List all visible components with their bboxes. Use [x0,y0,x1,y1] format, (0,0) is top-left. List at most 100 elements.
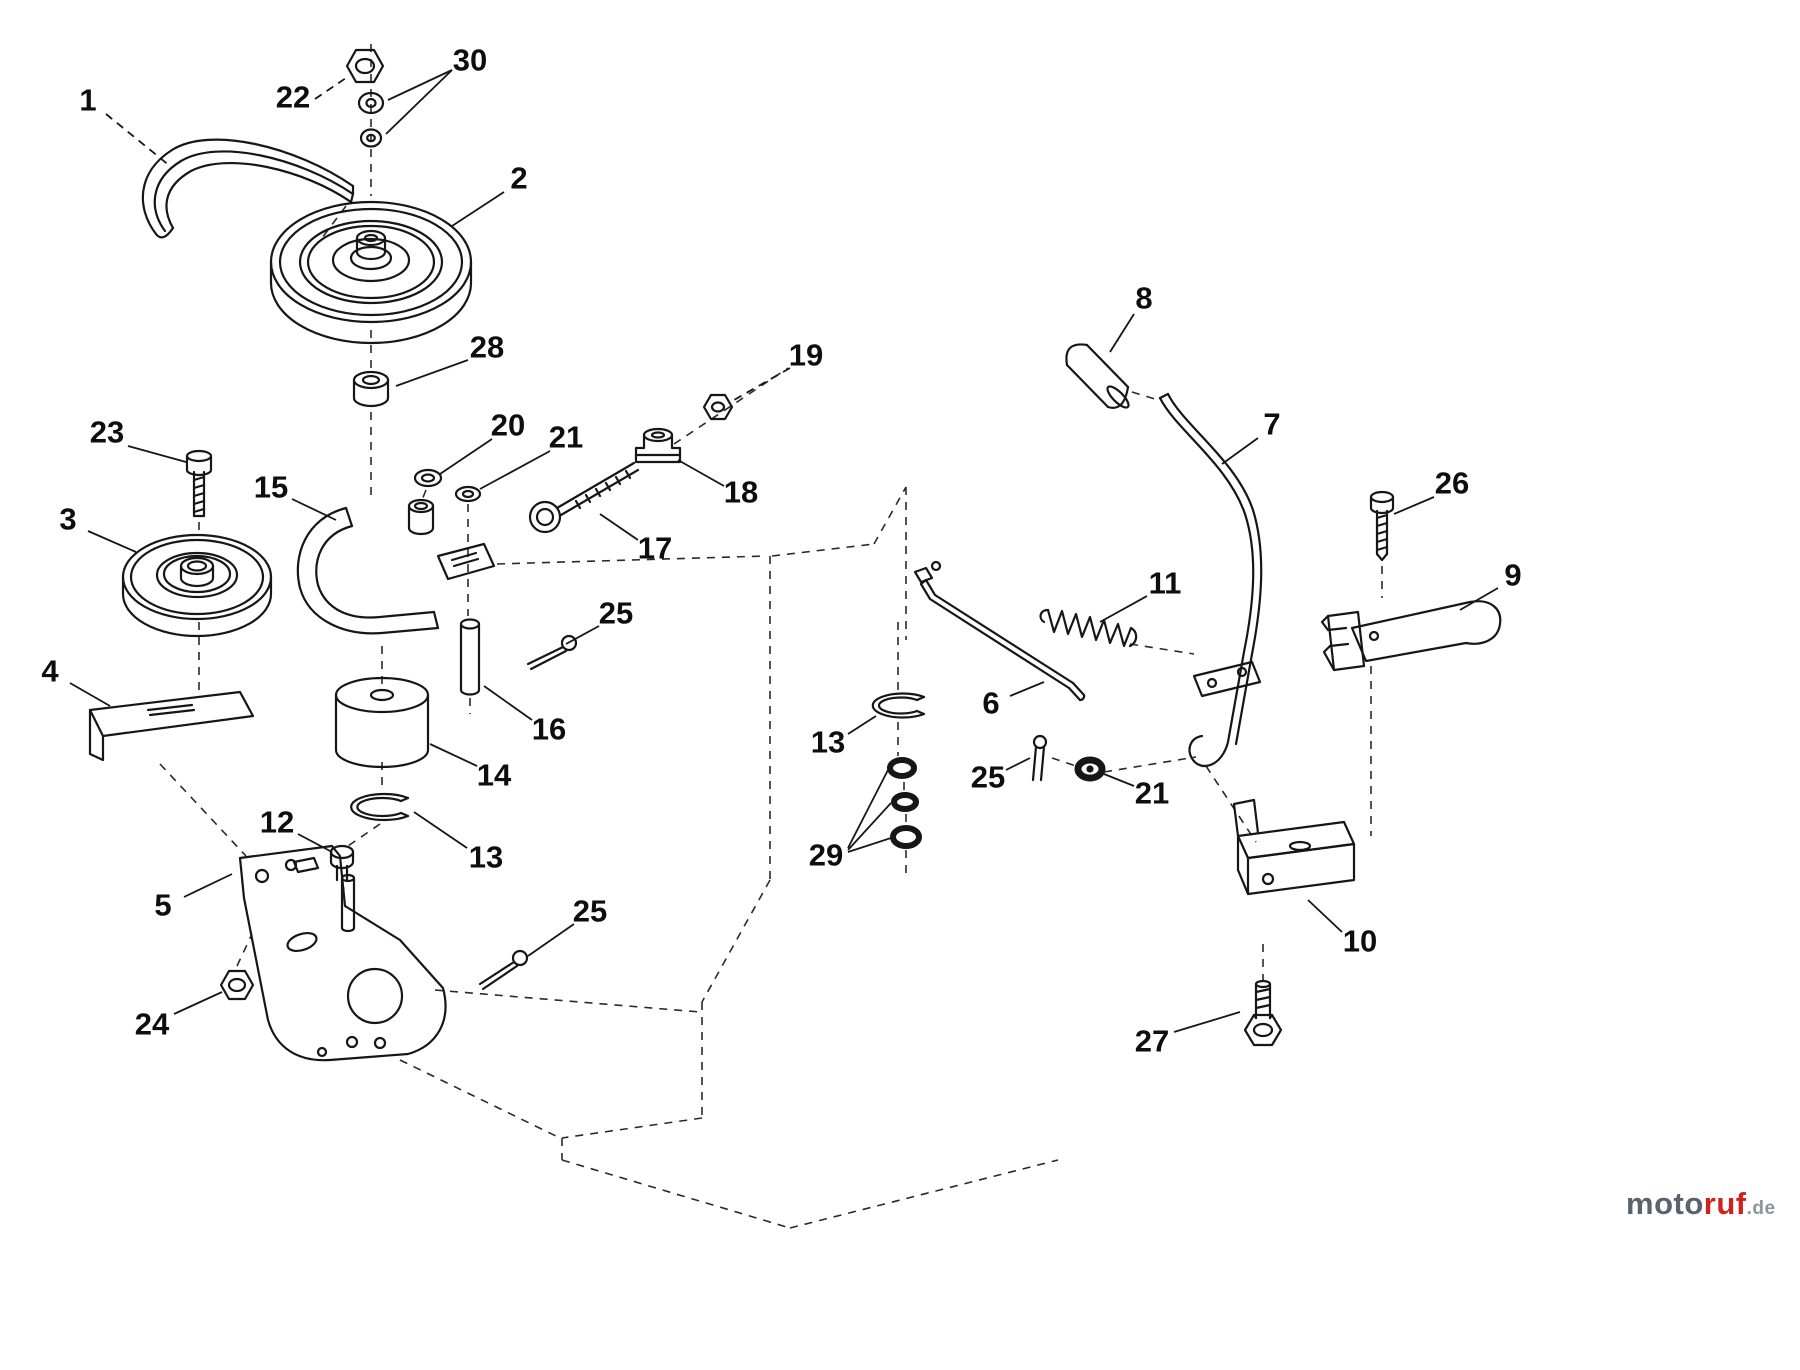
washer-20 [413,468,443,488]
part-label-23: 23 [90,415,124,450]
leader-line-part-30 [387,69,453,101]
part-label-21: 21 [1135,776,1169,811]
screw-26 [1369,490,1395,562]
pulley-flat-3 [121,533,273,638]
leader-line-part-3 [87,530,137,553]
bushing-28 [352,370,390,408]
leader-line-part-8 [1109,313,1135,353]
leader-line-part-20 [439,438,493,475]
hex-nut-22 [345,48,385,84]
leader-line-part-17 [599,513,639,541]
bolt-27 [1243,979,1283,1047]
hex-nut-24 [219,969,255,1001]
retaining-ring-13-right [871,692,926,719]
leader-line-part-25 [1005,757,1031,771]
leader-lines-layer [69,69,1499,1033]
part-label-25: 25 [573,894,607,929]
part-label-8: 8 [1135,281,1152,316]
leader-line-part-29 [847,837,892,853]
part-label-27: 27 [1135,1024,1169,1059]
leader-line-part-27 [1173,1011,1241,1033]
part-label-12: 12 [260,805,294,840]
part-label-7: 7 [1263,407,1280,442]
washers-30 [357,91,385,148]
spring-11 [1039,608,1138,648]
latch-handle-9 [1320,600,1502,672]
part-label-3: 3 [59,502,76,537]
leader-line-part-22 [314,77,347,100]
leader-line-part-16 [483,685,533,721]
leader-line-part-13 [847,715,877,735]
part-label-19: 19 [789,338,823,373]
leader-line-part-21 [1103,773,1135,787]
leader-line-part-29 [847,802,892,851]
watermark-de: .de [1746,1198,1776,1219]
leader-line-part-6 [1009,681,1045,697]
leader-line-part-12 [297,833,333,853]
hex-nut-19 [702,393,734,421]
part-label-18: 18 [724,475,758,510]
part-label-14: 14 [477,758,512,793]
leader-line-part-10 [1307,899,1343,933]
leader-line-part-23 [127,445,187,463]
part-label-22: 22 [276,80,310,115]
part-label-2: 2 [510,161,527,196]
leader-line-part-28 [395,359,469,387]
part-label-26: 26 [1435,466,1469,501]
clutch-rod-6 [913,560,1086,702]
mounting-plate-5 [238,844,447,1062]
part-label-25: 25 [599,596,633,631]
leader-line-part-19 [733,367,791,401]
part-label-4: 4 [41,654,59,689]
leader-line-part-25 [565,625,600,645]
watermark-moto: moto [1626,1186,1704,1221]
watermark-motoruf: motoruf.de [1626,1186,1776,1222]
leader-line-part-18 [677,459,725,487]
watermark-ruf: ruf [1703,1186,1747,1221]
part-label-17: 17 [638,531,672,566]
leader-line-part-11 [1099,595,1148,623]
assembly-centerlines [159,44,1383,980]
leader-line-part-1 [105,113,171,167]
washer-21-upper [454,485,482,503]
leader-line-part-13 [413,811,468,849]
trunnion-18 [634,427,682,464]
part-label-20: 20 [491,408,525,443]
part-label-25: 25 [971,760,1005,795]
bolt-23 [185,449,213,518]
part-label-6: 6 [982,686,999,721]
leader-line-part-5 [183,873,233,898]
leader-line-part-15 [291,498,337,521]
part-label-11: 11 [1149,566,1182,601]
part-label-13: 13 [469,840,503,875]
leader-line-part-25 [527,923,575,957]
leader-line-part-29 [847,769,889,849]
part-label-29: 29 [809,838,843,873]
v-belt [141,138,355,239]
part-label-1: 1 [79,83,96,118]
part-label-15: 15 [254,470,288,505]
part-label-5: 5 [154,888,171,923]
part-label-30: 30 [453,43,487,78]
cotter-pin-25-lower-left [478,949,529,991]
leader-line-part-9 [1459,587,1499,611]
part-label-10: 10 [1343,924,1377,959]
spacer-drum-14 [334,676,430,769]
eyebolt-17 [528,461,640,534]
cotter-pin-25-upper [526,634,578,671]
part-label-16: 16 [532,712,566,747]
washer-21-right [1074,756,1106,782]
washer-stack-29 [887,757,922,849]
pin-16 [459,618,481,696]
leader-line-part-4 [69,682,111,707]
deck-outline-dashed [399,486,1059,1229]
part-label-13: 13 [811,725,845,760]
leader-line-part-2 [451,191,505,227]
pulley-large-2 [269,200,473,345]
cotter-pin-25-right [1031,734,1048,782]
leader-line-part-21 [479,450,551,490]
bracket-10 [1232,798,1356,896]
